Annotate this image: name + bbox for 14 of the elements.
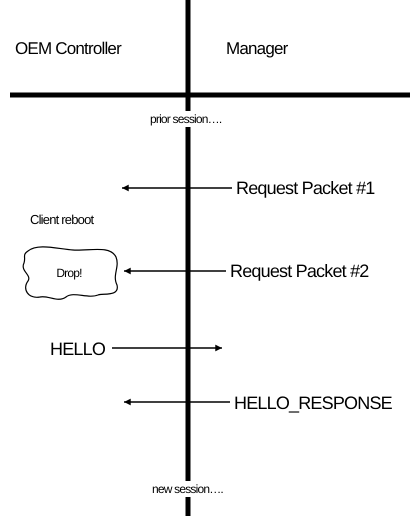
message-arrow	[124, 398, 230, 406]
message-arrow	[112, 344, 222, 352]
message-arrow	[124, 268, 226, 274]
cloud-label: Drop!	[56, 267, 82, 279]
message-label: HELLO_RESPONSE	[234, 394, 392, 412]
message-label: Request Packet #1	[236, 179, 374, 197]
session-note: prior session….	[150, 111, 222, 127]
column-header: Manager	[226, 40, 288, 57]
message-label: HELLO	[50, 340, 106, 358]
message-arrow	[122, 184, 232, 192]
event-note: Client reboot	[30, 213, 94, 226]
session-note: new session….	[152, 481, 223, 497]
message-label: Request Packet #2	[230, 262, 368, 280]
column-header: OEM Controller	[15, 40, 121, 57]
